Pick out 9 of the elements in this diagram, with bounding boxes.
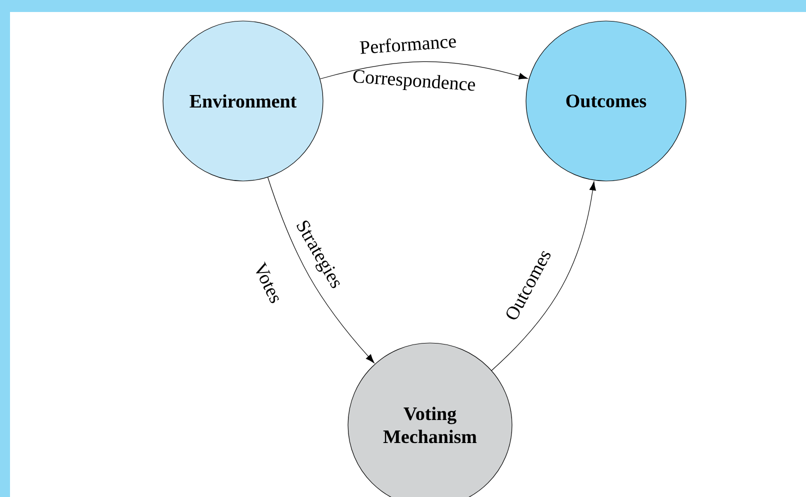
text-label: Votes xyxy=(256,262,279,304)
arrow xyxy=(268,177,374,364)
circle-node: Environment xyxy=(162,20,324,182)
circle-node: Voting Mechanism xyxy=(348,342,512,497)
circle-node: Outcomes xyxy=(526,20,686,182)
arrow xyxy=(320,61,528,80)
edge-label: Performance xyxy=(360,38,456,54)
arrow xyxy=(491,181,596,371)
text-label: Correspondence xyxy=(353,70,475,91)
